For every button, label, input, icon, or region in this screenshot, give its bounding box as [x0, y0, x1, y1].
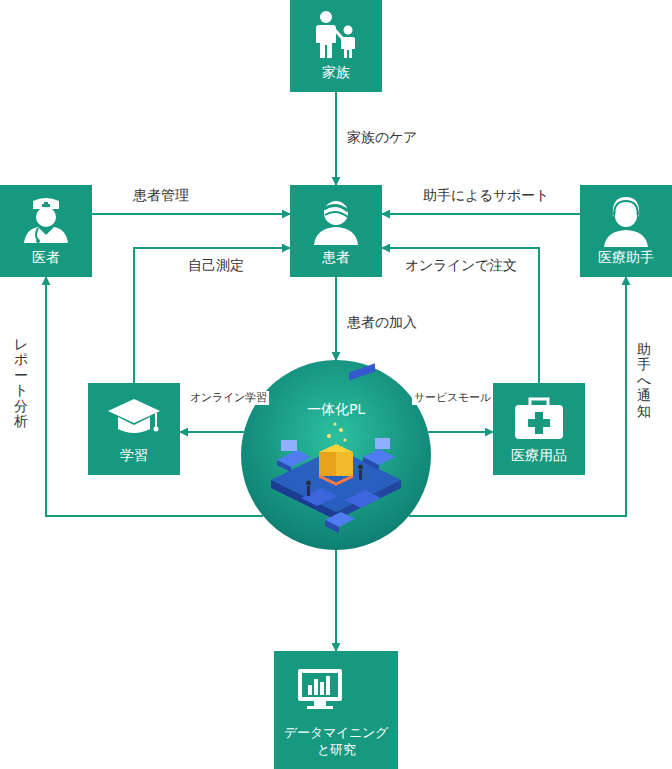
flow-arrow: [335, 92, 337, 185]
node-label: 患者: [322, 248, 350, 267]
flow-arrow: [180, 431, 244, 433]
role-box: 医療用品: [493, 383, 585, 475]
role-box: データマイニング と研究: [274, 651, 398, 769]
role-box: 患者: [290, 185, 382, 277]
node-label: 学習: [120, 446, 148, 465]
edge-label: オンラインで注文: [403, 256, 519, 274]
edge-label: 助手へ通知: [637, 340, 651, 421]
flow-arrow: [382, 213, 580, 215]
flow-arrow: [335, 277, 337, 360]
flow-arrow: [428, 431, 493, 433]
platform-illustration: [241, 360, 431, 550]
role-box: 学習: [88, 383, 180, 475]
edge-label: 家族のケア: [345, 128, 419, 146]
edge-label: レポート分析: [14, 335, 28, 431]
edge-label: サービスモール: [412, 391, 493, 405]
node-label: 家族: [322, 63, 350, 82]
flow-arrow: [409, 277, 626, 516]
edge-label: 自己測定: [186, 256, 246, 274]
node-label: 一体化PL: [241, 400, 431, 419]
node-label: データマイニング と研究: [280, 724, 392, 759]
role-box: 家族: [290, 0, 382, 92]
flow-arrow: [335, 550, 337, 651]
flow-arrow: [134, 248, 290, 383]
node-label: 医者: [32, 248, 60, 267]
edge-label: 助手によるサポート: [421, 186, 551, 204]
edge-label: 患者の加入: [345, 313, 419, 331]
platform-circle: 一体化PL: [241, 360, 431, 550]
role-box: 医者: [0, 185, 92, 277]
flow-arrow: [92, 213, 290, 215]
node-label: 医療用品: [511, 446, 567, 465]
edge-label: 患者管理: [131, 186, 191, 204]
edge-label: オンライン学習: [188, 391, 269, 405]
role-box: 医療助手: [580, 185, 672, 277]
node-label: 医療助手: [598, 248, 654, 267]
